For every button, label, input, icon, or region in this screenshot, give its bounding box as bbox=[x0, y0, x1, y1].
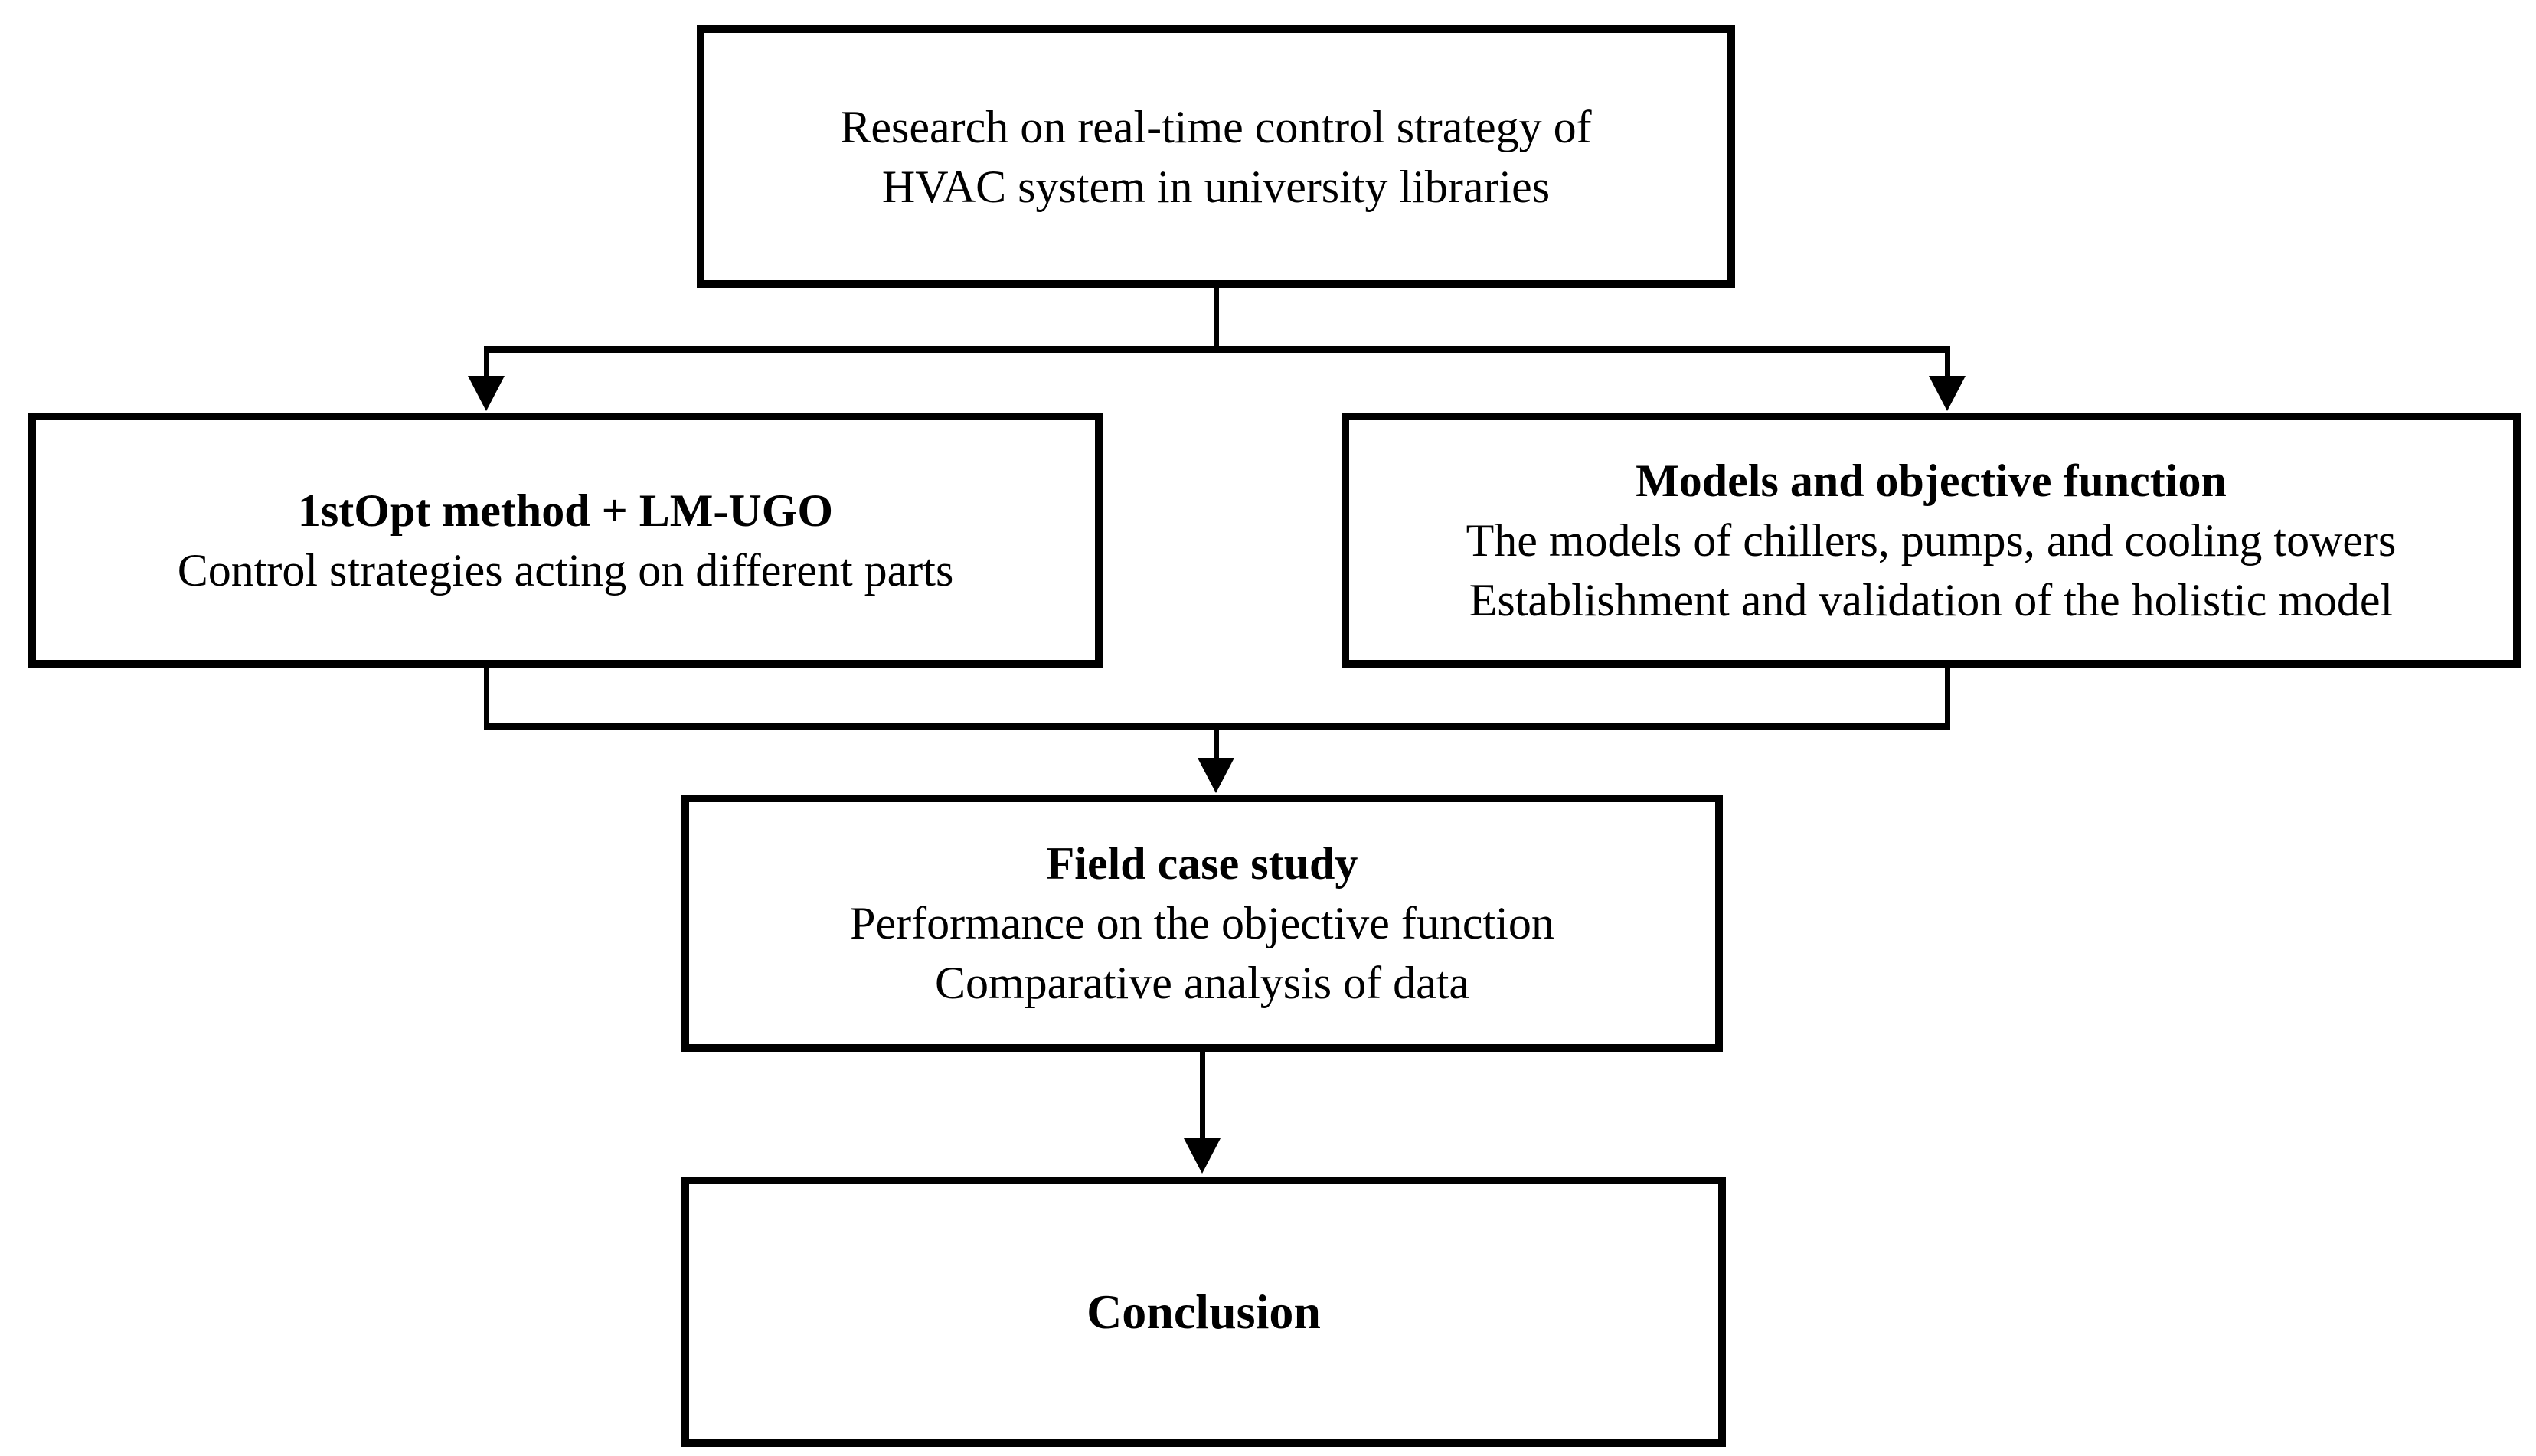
conclusion-title: Conclusion bbox=[1087, 1284, 1321, 1339]
field-line-1: Performance on the objective function bbox=[850, 898, 1554, 948]
connector-field-stem bbox=[1200, 1052, 1205, 1141]
connector-branch-line bbox=[484, 346, 1950, 353]
arrowhead-to-conclusion-box bbox=[1184, 1138, 1221, 1174]
method-box: 1stOpt method + LM-UGO Control strategie… bbox=[28, 413, 1103, 668]
method-title: 1stOpt method + LM-UGO bbox=[297, 485, 834, 536]
research-line-1: Research on real-time control strategy o… bbox=[840, 101, 1592, 152]
method-line-1: Control strategies acting on different p… bbox=[177, 544, 954, 596]
models-line-1: The models of chillers, pumps, and cooli… bbox=[1466, 514, 2397, 566]
research-line-2: HVAC system in university libraries bbox=[881, 161, 1551, 212]
field-title: Field case study bbox=[1046, 838, 1358, 889]
arrowhead-to-method-box bbox=[468, 376, 505, 411]
field-line-2: Comparative analysis of data bbox=[934, 958, 1470, 1008]
connector-branch-left-arm bbox=[484, 346, 489, 378]
research-box: Research on real-time control strategy o… bbox=[697, 25, 1735, 288]
connector-models-stub bbox=[1945, 668, 1950, 730]
models-line-2: Establishment and validation of the holi… bbox=[1469, 574, 2394, 625]
models-title: Models and objective function bbox=[1636, 455, 2227, 506]
field-case-box: Field case study Performance on the obje… bbox=[681, 795, 1723, 1052]
connector-top-stem bbox=[1214, 288, 1219, 351]
arrowhead-to-models-box bbox=[1929, 376, 1966, 411]
models-box: Models and objective function The models… bbox=[1342, 413, 2521, 668]
conclusion-box: Conclusion bbox=[681, 1177, 1726, 1447]
arrowhead-to-field-box bbox=[1198, 758, 1234, 793]
connector-method-stub bbox=[484, 668, 489, 730]
connector-merge-stem bbox=[1214, 723, 1219, 759]
connector-branch-right-arm bbox=[1945, 346, 1950, 378]
